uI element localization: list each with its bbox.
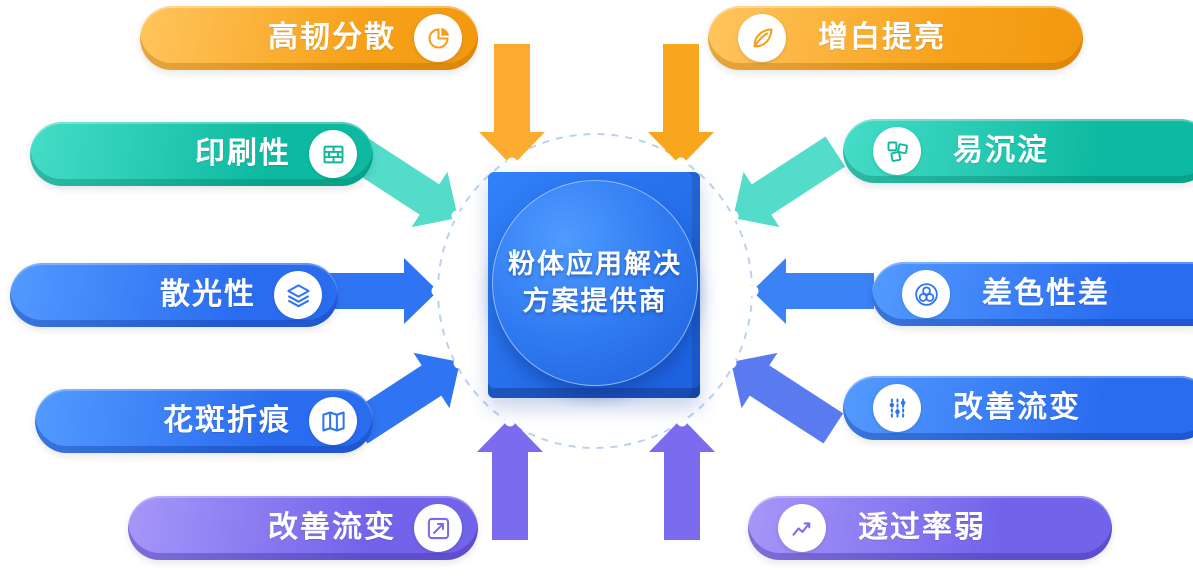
pill-label: 改善流变 xyxy=(268,511,396,544)
line-chart-icon xyxy=(778,504,826,552)
center-block: 粉体应用解决 方案提供商 xyxy=(488,172,700,398)
connector-dot xyxy=(676,415,688,427)
pill-label: 高韧分散 xyxy=(268,21,396,54)
arrow-bottom-left xyxy=(477,418,543,540)
connector-dot xyxy=(747,285,759,297)
pill-right-4: 改善流变 xyxy=(843,376,1193,440)
pill-left-1: 高韧分散 xyxy=(140,6,478,70)
pill-right-2: 易沉淀 xyxy=(843,119,1193,183)
connector-dot xyxy=(431,285,443,297)
connector-dot xyxy=(727,210,739,222)
connector-dot xyxy=(451,210,463,222)
pill-label: 增白提亮 xyxy=(818,21,946,54)
pill-left-5: 改善流变 xyxy=(128,496,478,560)
pill-label: 散光性 xyxy=(160,278,256,311)
layers-icon xyxy=(274,271,322,319)
map-icon xyxy=(309,397,357,445)
tune-icon xyxy=(873,384,921,432)
arrow-lower-right xyxy=(713,334,852,457)
center-title-line2: 方案提供商 xyxy=(522,286,668,316)
arrow-upper-right xyxy=(715,123,854,246)
leaf-icon xyxy=(738,14,786,62)
connector-dot xyxy=(504,415,516,427)
pill-right-1: 增白提亮 xyxy=(708,6,1083,70)
color-circles-icon xyxy=(902,270,950,318)
arrow-bottom-right xyxy=(649,418,715,540)
arrow-mid-right xyxy=(752,258,874,324)
connector-dot xyxy=(675,157,687,169)
pill-left-2: 印刷性 xyxy=(30,122,373,186)
pill-left-3: 散光性 xyxy=(10,263,338,327)
pill-label: 花斑折痕 xyxy=(163,404,291,437)
pill-label: 易沉淀 xyxy=(953,134,1049,167)
pill-label: 印刷性 xyxy=(195,137,291,170)
pie-chart-icon xyxy=(414,14,462,62)
pill-right-5: 透过率弱 xyxy=(748,496,1112,560)
pill-label: 差色性差 xyxy=(982,277,1110,310)
arrow-top-right xyxy=(648,44,714,166)
arrow-top-left xyxy=(479,44,545,166)
center-title-line1: 粉体应用解决 xyxy=(508,248,682,279)
pill-left-4: 花斑折痕 xyxy=(35,389,373,453)
center-circle: 粉体应用解决 方案提供商 xyxy=(492,180,698,386)
pill-right-3: 差色性差 xyxy=(872,262,1193,326)
pill-label: 改善流变 xyxy=(953,391,1081,424)
pill-label: 透过率弱 xyxy=(858,511,986,544)
trend-arrow-icon xyxy=(414,504,462,552)
puzzle-icon xyxy=(873,127,921,175)
connector-dot xyxy=(453,357,465,369)
connector-dot xyxy=(506,157,518,169)
printer-icon xyxy=(309,130,357,178)
connector-dot xyxy=(725,357,737,369)
